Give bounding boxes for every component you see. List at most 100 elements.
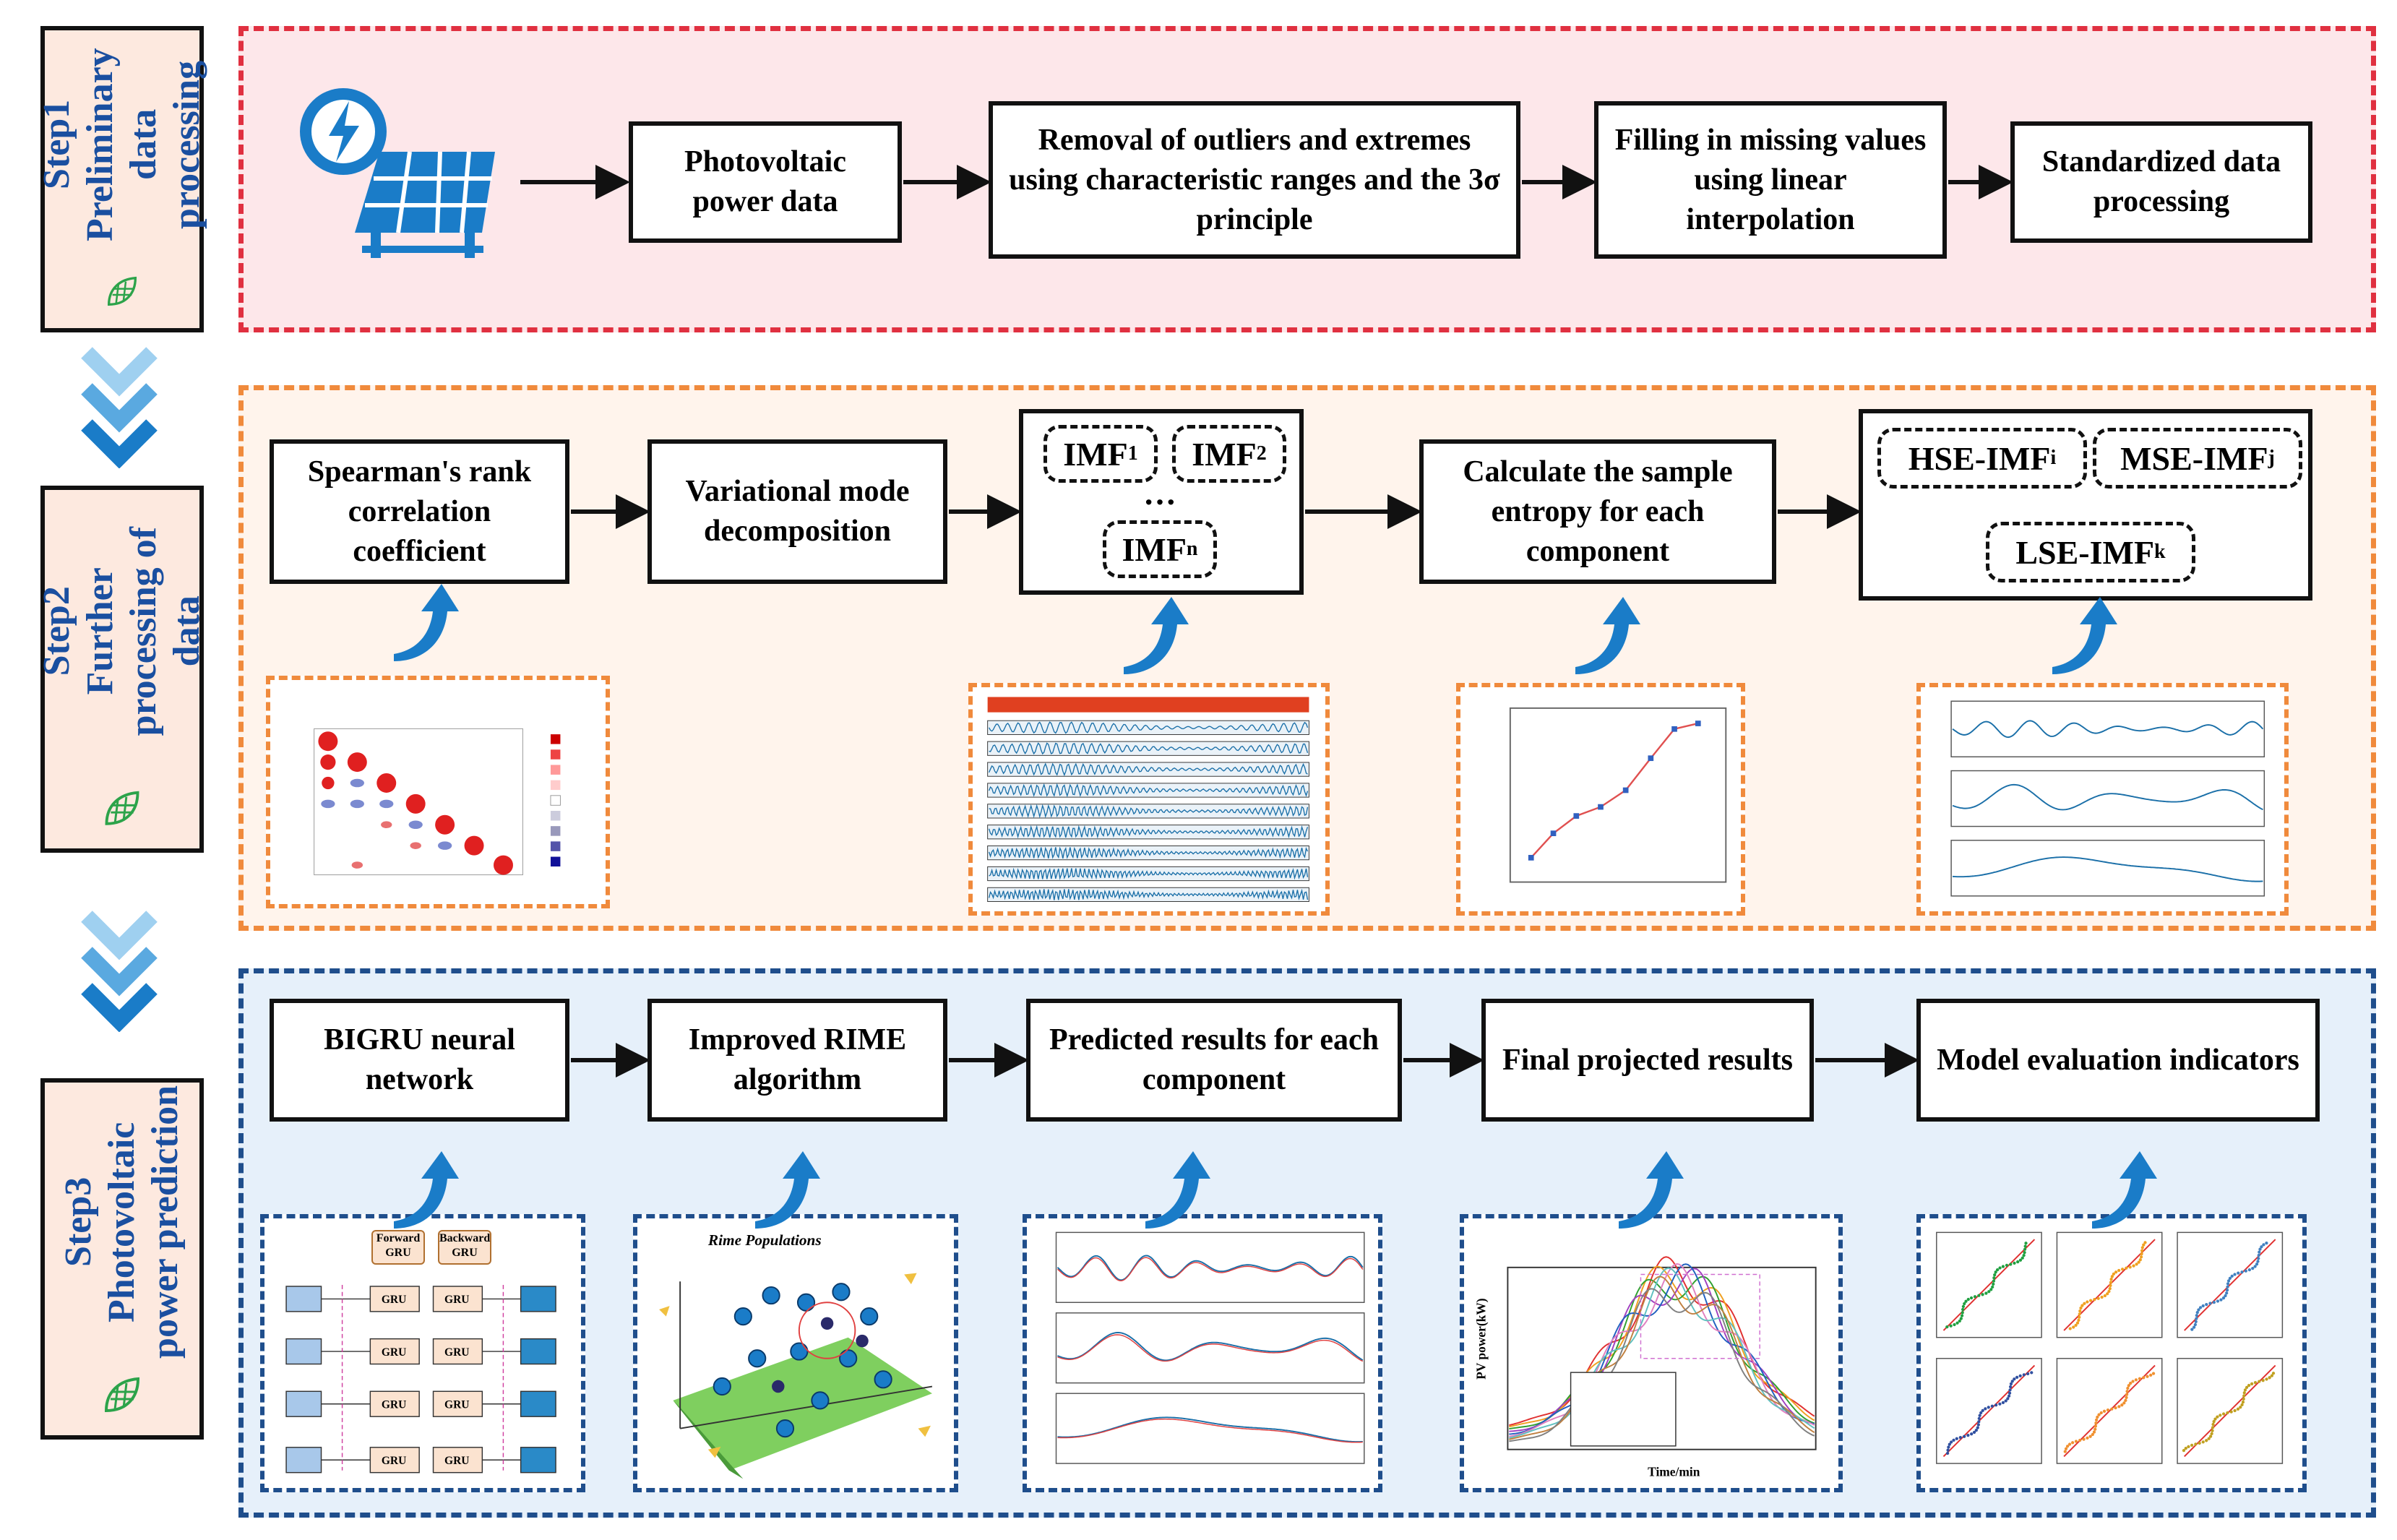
scatter-point <box>2228 1276 2232 1280</box>
forward-gru-label: Forward GRU <box>371 1230 425 1265</box>
scatter-point <box>2193 1322 2198 1327</box>
scatter-point <box>2125 1390 2129 1393</box>
scatter-point <box>1992 1282 1995 1286</box>
missing-value-filling-box: Filling in missing values using linear i… <box>1594 101 1947 259</box>
scatter-point <box>2083 1302 2086 1305</box>
scatter-point <box>1945 1325 1949 1329</box>
backward-gru-label: Backward GRU <box>438 1230 491 1265</box>
scatter-point <box>2255 1262 2259 1266</box>
scatter-point <box>1963 1302 1966 1306</box>
scatter-point <box>2086 1300 2089 1304</box>
scatter-point <box>2079 1306 2083 1310</box>
final-series-line <box>1509 1265 1815 1428</box>
scatter-point <box>2210 1432 2213 1436</box>
scatter-point <box>2205 1439 2208 1442</box>
scatter-point <box>2009 1262 2013 1266</box>
scatter-fit-line <box>2184 1239 2276 1331</box>
rime-population-thumbnail: Rime Populations <box>633 1214 958 1492</box>
scatter-point <box>2239 1406 2242 1409</box>
scatter-point <box>2240 1270 2244 1274</box>
scatter-point <box>2244 1269 2247 1273</box>
entropy-groups-thumbnail <box>1916 683 2289 916</box>
scatter-point <box>2195 1314 2198 1317</box>
scatter-point <box>2225 1291 2229 1295</box>
scatter-point <box>1945 1451 1950 1455</box>
scatter-point <box>2142 1376 2146 1380</box>
scatter-point <box>2125 1266 2128 1270</box>
scatter-point <box>2072 1325 2075 1329</box>
solar-leaf-icon <box>107 276 137 306</box>
scatter-point <box>1946 1448 1950 1452</box>
scatter-point <box>1994 1403 1998 1407</box>
scatter-point <box>1958 1319 1961 1323</box>
scatter-point <box>2063 1450 2067 1453</box>
scatter-point <box>2201 1440 2205 1444</box>
scatter-point <box>1992 1276 1996 1280</box>
scatter-point <box>2109 1283 2112 1288</box>
scatter-point <box>2256 1260 2260 1263</box>
scatter-point <box>2096 1415 2099 1419</box>
scatter-point <box>2074 1440 2078 1443</box>
chevron-down-icon <box>81 911 158 1032</box>
scatter-point <box>2008 1385 2013 1389</box>
scatter-point <box>2097 1413 2101 1416</box>
scatter-point <box>2221 1296 2226 1300</box>
scatter-point <box>2071 1441 2075 1445</box>
scatter-point <box>2265 1377 2268 1381</box>
scatter-fit-line <box>1942 1364 2036 1458</box>
scatter-point <box>2016 1260 2020 1264</box>
vmd-imf-line <box>989 804 1309 819</box>
gru-cell-label: GRU <box>444 1399 469 1411</box>
gru-input-node <box>285 1338 322 1365</box>
scatter-point <box>2009 1382 2013 1386</box>
scatter-point <box>2258 1247 2262 1251</box>
gru-output-node <box>520 1338 556 1365</box>
final-zoom-inset <box>1570 1372 1677 1447</box>
vmd-decomposition-thumbnail <box>968 683 1330 916</box>
scatter-point <box>2149 1373 2153 1377</box>
scatter-point <box>2114 1270 2118 1274</box>
scatter-point <box>2198 1441 2201 1445</box>
scatter-point <box>2205 1302 2208 1307</box>
scatter-point <box>2139 1255 2143 1259</box>
scatter-point <box>2187 1445 2190 1448</box>
step2-label: Step2 Further processing of data <box>36 486 207 853</box>
scatter-point <box>2216 1415 2219 1419</box>
scatter-point <box>2091 1432 2094 1437</box>
final-series-line <box>1509 1268 1815 1432</box>
scatter-fit-line <box>1942 1239 2036 1331</box>
gru-input-node <box>285 1286 322 1312</box>
scatter-point <box>1947 1445 1950 1449</box>
scatter-point <box>2120 1403 2124 1407</box>
scatter-point <box>1948 1442 1951 1446</box>
scatter-point <box>2082 1437 2086 1441</box>
final-results-chart-thumbnail: PV power(kW) Time/min <box>1460 1214 1843 1492</box>
scatter-point <box>2024 1242 2028 1245</box>
scatter-point <box>2117 1268 2121 1273</box>
scatter-point <box>2195 1310 2199 1315</box>
scatter-point <box>2007 1391 2012 1395</box>
scatter-point <box>2007 1394 2011 1398</box>
gru-output-node <box>520 1286 556 1312</box>
scatter-point <box>1998 1266 2002 1270</box>
step1-label-text: Step1 Preliminary data processing <box>36 48 207 241</box>
scatter-point <box>2195 1317 2198 1320</box>
gru-cell-label: GRU <box>382 1455 406 1467</box>
scatter-point <box>2078 1312 2081 1316</box>
scatter-point <box>2018 1258 2023 1262</box>
scatter-point <box>2103 1294 2107 1298</box>
gru-output-node <box>520 1447 556 1474</box>
scatter-point <box>2109 1281 2113 1284</box>
scatter-point <box>2092 1430 2096 1434</box>
scatter-point <box>2194 1320 2198 1324</box>
scatter-point <box>1953 1322 1956 1327</box>
scatter-point <box>2106 1408 2110 1412</box>
final-series-line <box>1509 1262 1815 1437</box>
scatter-point <box>1969 1296 1974 1300</box>
gru-backward-cell <box>432 1338 483 1365</box>
scatter-point <box>2226 1279 2231 1283</box>
scatter-point <box>1990 1404 1994 1408</box>
gru-cell-label: GRU <box>382 1294 406 1306</box>
